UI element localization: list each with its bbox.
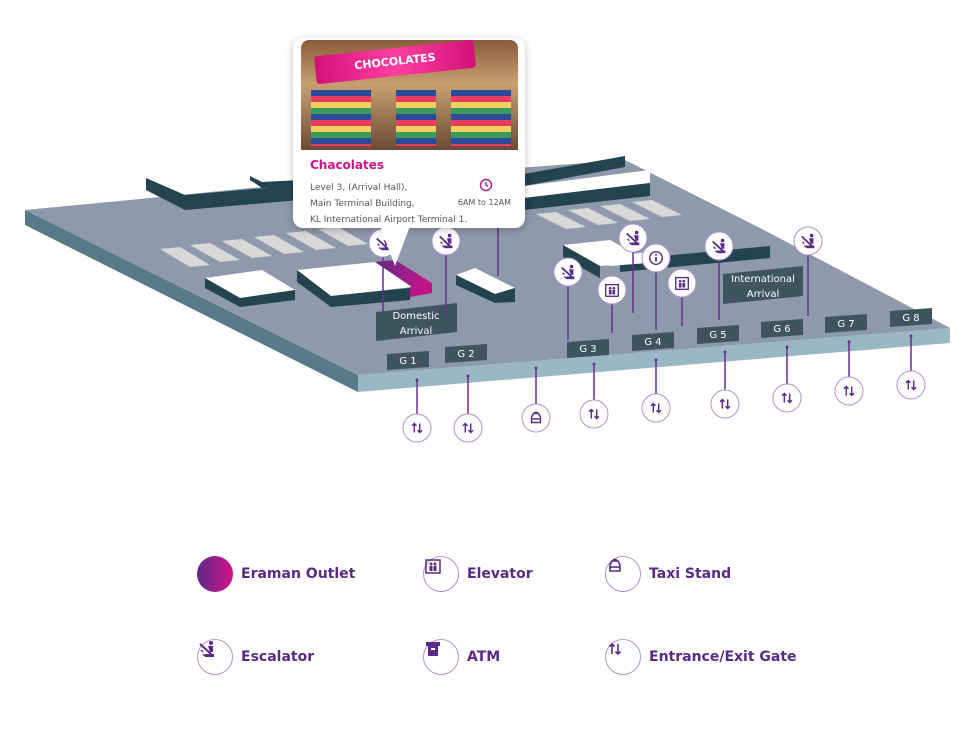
legend-atm: ATM (423, 639, 500, 675)
svg-text:International: International (731, 274, 795, 285)
gate-label: G 7 (825, 314, 867, 333)
domestic-arrival-label: Domestic Arrival (376, 303, 457, 341)
clock-icon (479, 178, 493, 192)
shop-hours: 6AM to 12AM (457, 198, 511, 207)
elevator-icon[interactable] (667, 268, 697, 298)
taxi-icon[interactable] (521, 403, 551, 433)
svg-text:G 7: G 7 (837, 319, 854, 330)
wall (524, 183, 650, 210)
crosswalk (160, 200, 682, 267)
gate-label: G 3 (567, 339, 609, 358)
svg-text:G 8: G 8 (902, 313, 919, 324)
svg-text:G 6: G 6 (773, 324, 790, 335)
floor-front-face (358, 328, 950, 392)
svg-text:G 4: G 4 (644, 337, 661, 348)
elevator-icon[interactable] (597, 275, 627, 305)
shop-title[interactable]: Chacolates (310, 158, 385, 172)
svg-text:G 2: G 2 (457, 349, 474, 360)
floor-left-face (25, 210, 358, 392)
shop-sign: CHOCOLATES (313, 40, 477, 85)
legend-eraman-outlet: Eraman Outlet (197, 556, 355, 592)
svg-text:G 1: G 1 (399, 356, 416, 367)
gate-label: G 4 (632, 332, 674, 351)
legend-taxi-stand: Taxi Stand (605, 556, 731, 592)
eraman-outlet (375, 260, 432, 287)
building-block (205, 270, 295, 307)
legend-escalator: Escalator (197, 639, 314, 675)
escalator-icon[interactable] (553, 257, 583, 287)
entrance-exit-icon[interactable] (402, 413, 432, 443)
entrance-exit-icon[interactable] (453, 413, 483, 443)
svg-text:Arrival: Arrival (747, 289, 780, 300)
floor-surface (25, 160, 950, 375)
entrance-exit-icon[interactable] (641, 393, 671, 423)
escalator-icon[interactable] (793, 226, 823, 256)
shop-photo: CHOCOLATES (301, 40, 518, 150)
svg-text:Arrival: Arrival (400, 326, 433, 337)
gate-label: G 8 (890, 308, 932, 327)
elevator-icon (423, 556, 459, 592)
taxi-icon (605, 556, 641, 592)
info-icon[interactable] (641, 243, 671, 273)
wall (146, 178, 300, 210)
entrance-exit-icon[interactable] (896, 370, 926, 400)
gate-label: G 6 (761, 319, 803, 338)
entrance-exit-icon[interactable] (710, 389, 740, 419)
gate-label: G 5 (697, 325, 739, 344)
outlet-swatch (197, 556, 233, 592)
gate-label: G 1 (387, 351, 429, 370)
shop-address: Level 3, (Arrival Hall),Main Terminal Bu… (310, 183, 468, 225)
wall (524, 156, 625, 186)
gate-label: G 2 (445, 344, 487, 363)
legend-elevator: Elevator (423, 556, 533, 592)
escalator-icon[interactable] (431, 226, 461, 256)
svg-text:Domestic: Domestic (392, 311, 439, 322)
international-arrival-label: International Arrival (723, 266, 803, 304)
entrance-exit-icon[interactable] (772, 383, 802, 413)
popup-pointer (380, 226, 410, 266)
building-block (456, 268, 515, 303)
escalator-icon[interactable] (618, 223, 648, 253)
entrance-exit-icon[interactable] (834, 376, 864, 406)
entrance-exit-icon (605, 639, 641, 675)
entrance-exit-icon[interactable] (579, 399, 609, 429)
svg-text:G 5: G 5 (709, 330, 726, 341)
atm-icon (423, 639, 459, 675)
svg-text:G 3: G 3 (579, 344, 596, 355)
legend-entrance-exit: Entrance/Exit Gate (605, 639, 797, 675)
shop-popup: CHOCOLATES Chacolates Level 3, (Arrival … (293, 38, 525, 228)
escalator-icon[interactable] (704, 231, 734, 261)
escalator-icon (197, 639, 233, 675)
wall (250, 176, 300, 188)
wall (524, 170, 650, 198)
